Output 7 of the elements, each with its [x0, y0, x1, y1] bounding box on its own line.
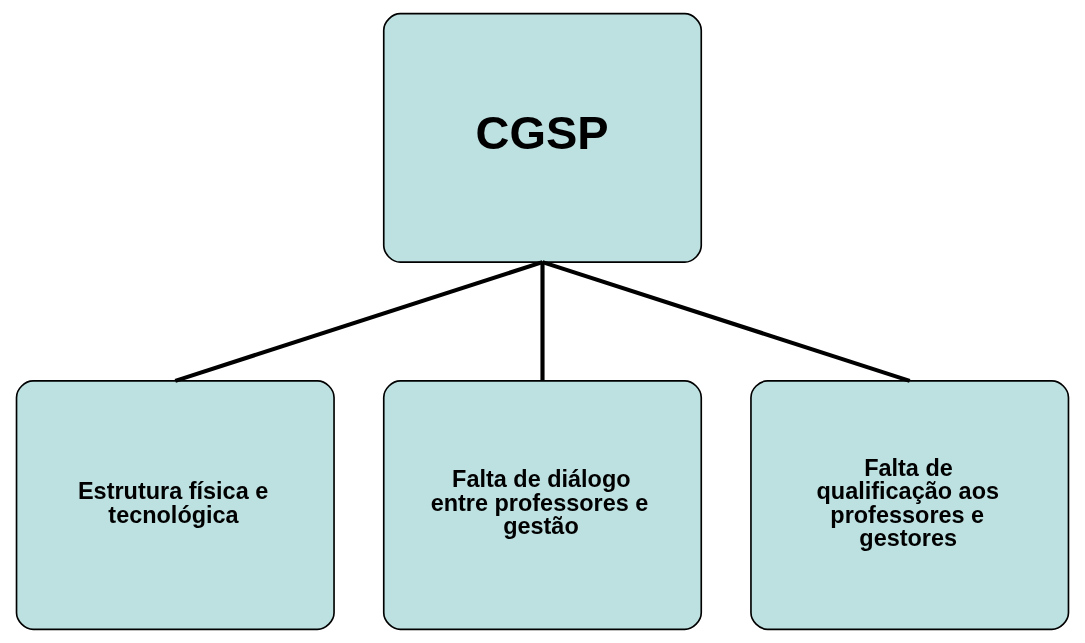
- connector: [540, 262, 545, 381]
- connector: [541, 260, 911, 383]
- node-box: Falta de diálogo entre professores e gestão: [382, 380, 703, 631]
- node-box: Falta de qualificação aos professores e gestores: [750, 380, 1070, 631]
- connector: [174, 260, 544, 383]
- node-box: CGSP: [382, 12, 703, 263]
- node-box: Estrutura física e tecnológica: [15, 380, 335, 631]
